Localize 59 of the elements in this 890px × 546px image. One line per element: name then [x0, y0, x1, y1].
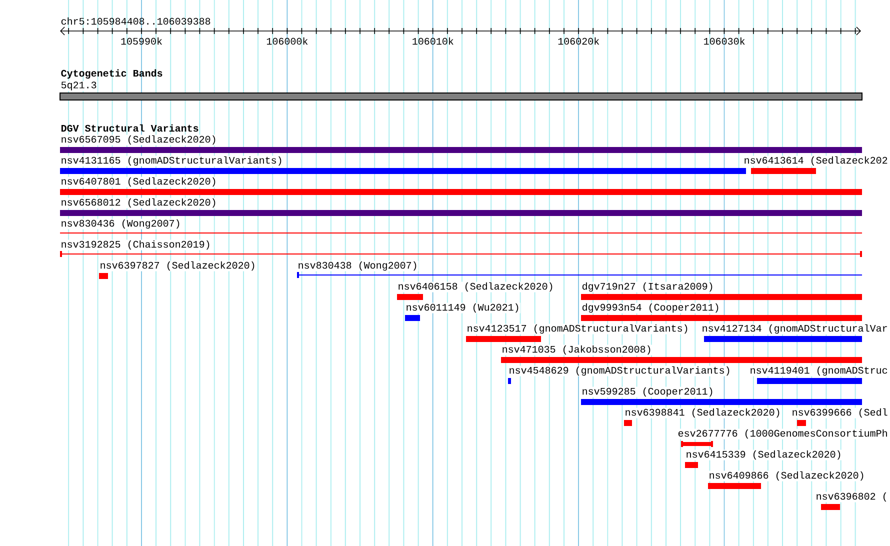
node-label: dgv719n27 (Itsara2009)	[582, 282, 712, 292]
node-label: nsv6409866 (Sedlazeck2020)	[710, 471, 864, 481]
node-label: nsv471035 (Jakobsson2008)	[502, 345, 650, 355]
variant-feature: nsv6397827 (Sedlazeck2020)	[99, 260, 256, 279]
variant-feature: nsv830438 (Wong2007)	[296, 260, 862, 278]
node-label: nsv6568012 (Sedlazeck2020)	[62, 198, 216, 208]
variant-feature: nsv4131165 (gnomADStructuralVariants)	[60, 156, 746, 174]
node-label: nsv6396802 (	[816, 492, 886, 502]
node-label: 5q21.3	[61, 82, 96, 90]
variant-feature: nsv4548629 (gnomADStructuralVariants)	[508, 366, 732, 384]
variant-feature: nsv4127134 (gnomADStructuralVar	[701, 324, 888, 342]
node-label: nsv6567095 (Sedlazeck2020)	[62, 135, 216, 145]
node-label: nsv4127134 (gnomADStructuralVar	[702, 324, 887, 334]
node-label: esv2677776 (1000GenomesConsortiumPh	[678, 429, 887, 439]
variant-feature: nsv6409866 (Sedlazeck2020)	[708, 470, 866, 489]
node-label: nsv3192825 (Chaisson2019)	[62, 240, 210, 250]
node-label: nsv830436 (Wong2007)	[62, 219, 180, 229]
cytoband-feature: 5q21.3	[60, 81, 862, 100]
variant-feature: nsv599285 (Cooper2011)	[581, 386, 862, 405]
variant-feature: nsv6415339 (Sedlazeck2020)	[685, 450, 842, 468]
node-label: nsv6011149 (Wu2021)	[406, 303, 518, 313]
variant-feature: nsv4119401 (gnomADStruc	[749, 366, 888, 384]
node-label: nsv6407801 (Sedlazeck2020)	[62, 177, 216, 187]
node-label: nsv6398841 (Sedlazeck2020)	[626, 408, 780, 418]
variant-feature: nsv6407801 (Sedlazeck2020)	[60, 176, 862, 195]
variant-feature: nsv6399666 (Sedl	[791, 408, 888, 426]
variant-feature: nsv6398841 (Sedlazeck2020)	[624, 408, 782, 426]
tick-label: 106020k	[558, 37, 600, 45]
tick-label: 105990k	[121, 37, 162, 45]
node-label: nsv6415339 (Sedlazeck2020)	[686, 450, 840, 460]
tick-label: 106030k	[704, 37, 745, 45]
node-label: nsv6406158 (Sedlazeck2020)	[398, 282, 552, 292]
node-label: nsv4548629 (gnomADStructuralVariants)	[510, 366, 730, 376]
variant-feature: nsv6406158 (Sedlazeck2020)	[397, 282, 554, 300]
node-label: nsv599285 (Cooper2011)	[582, 387, 712, 397]
variant-feature: nsv6413614 (Sedlazeck202	[743, 156, 888, 174]
node-label: nsv6399666 (Sedl	[792, 408, 888, 418]
tick-label: 106000k	[266, 37, 308, 45]
node-label: nsv6413614 (Sedlazeck202	[744, 156, 888, 166]
tick-label: 106010k	[412, 37, 454, 45]
node-label: nsv830438 (Wong2007)	[298, 261, 416, 271]
node-label: dgv9993n54 (Cooper2011)	[582, 303, 718, 313]
variant-feature: nsv471035 (Jakobsson2008)	[501, 344, 862, 363]
variant-feature: dgv9993n54 (Cooper2011)	[581, 302, 862, 321]
variant-feature: nsv6567095 (Sedlazeck2020)	[60, 134, 862, 153]
node-label: nsv4119401 (gnomADStruc	[750, 366, 888, 376]
variant-feature: esv2677776 (1000GenomesConsortiumPh	[677, 428, 888, 447]
position-label: chr5:105984408..106039388	[61, 17, 210, 25]
node-label: nsv4131165 (gnomADStructuralVariants)	[62, 156, 282, 166]
track-title: DGV Structural Variants	[61, 124, 198, 132]
variant-feature: nsv6568012 (Sedlazeck2020)	[60, 198, 862, 216]
variant-feature: nsv6396802 (	[815, 492, 888, 510]
variant-feature: nsv6011149 (Wu2021)	[405, 302, 520, 321]
variant-feature: nsv830436 (Wong2007)	[60, 218, 862, 234]
node-label: nsv6397827 (Sedlazeck2020)	[100, 261, 254, 271]
variant-feature: nsv4123517 (gnomADStructuralVariants)	[466, 324, 690, 342]
node-label: nsv4123517 (gnomADStructuralVariants)	[468, 324, 688, 334]
variant-feature: dgv719n27 (Itsara2009)	[581, 282, 862, 300]
variant-feature: nsv3192825 (Chaisson2019)	[60, 240, 862, 257]
